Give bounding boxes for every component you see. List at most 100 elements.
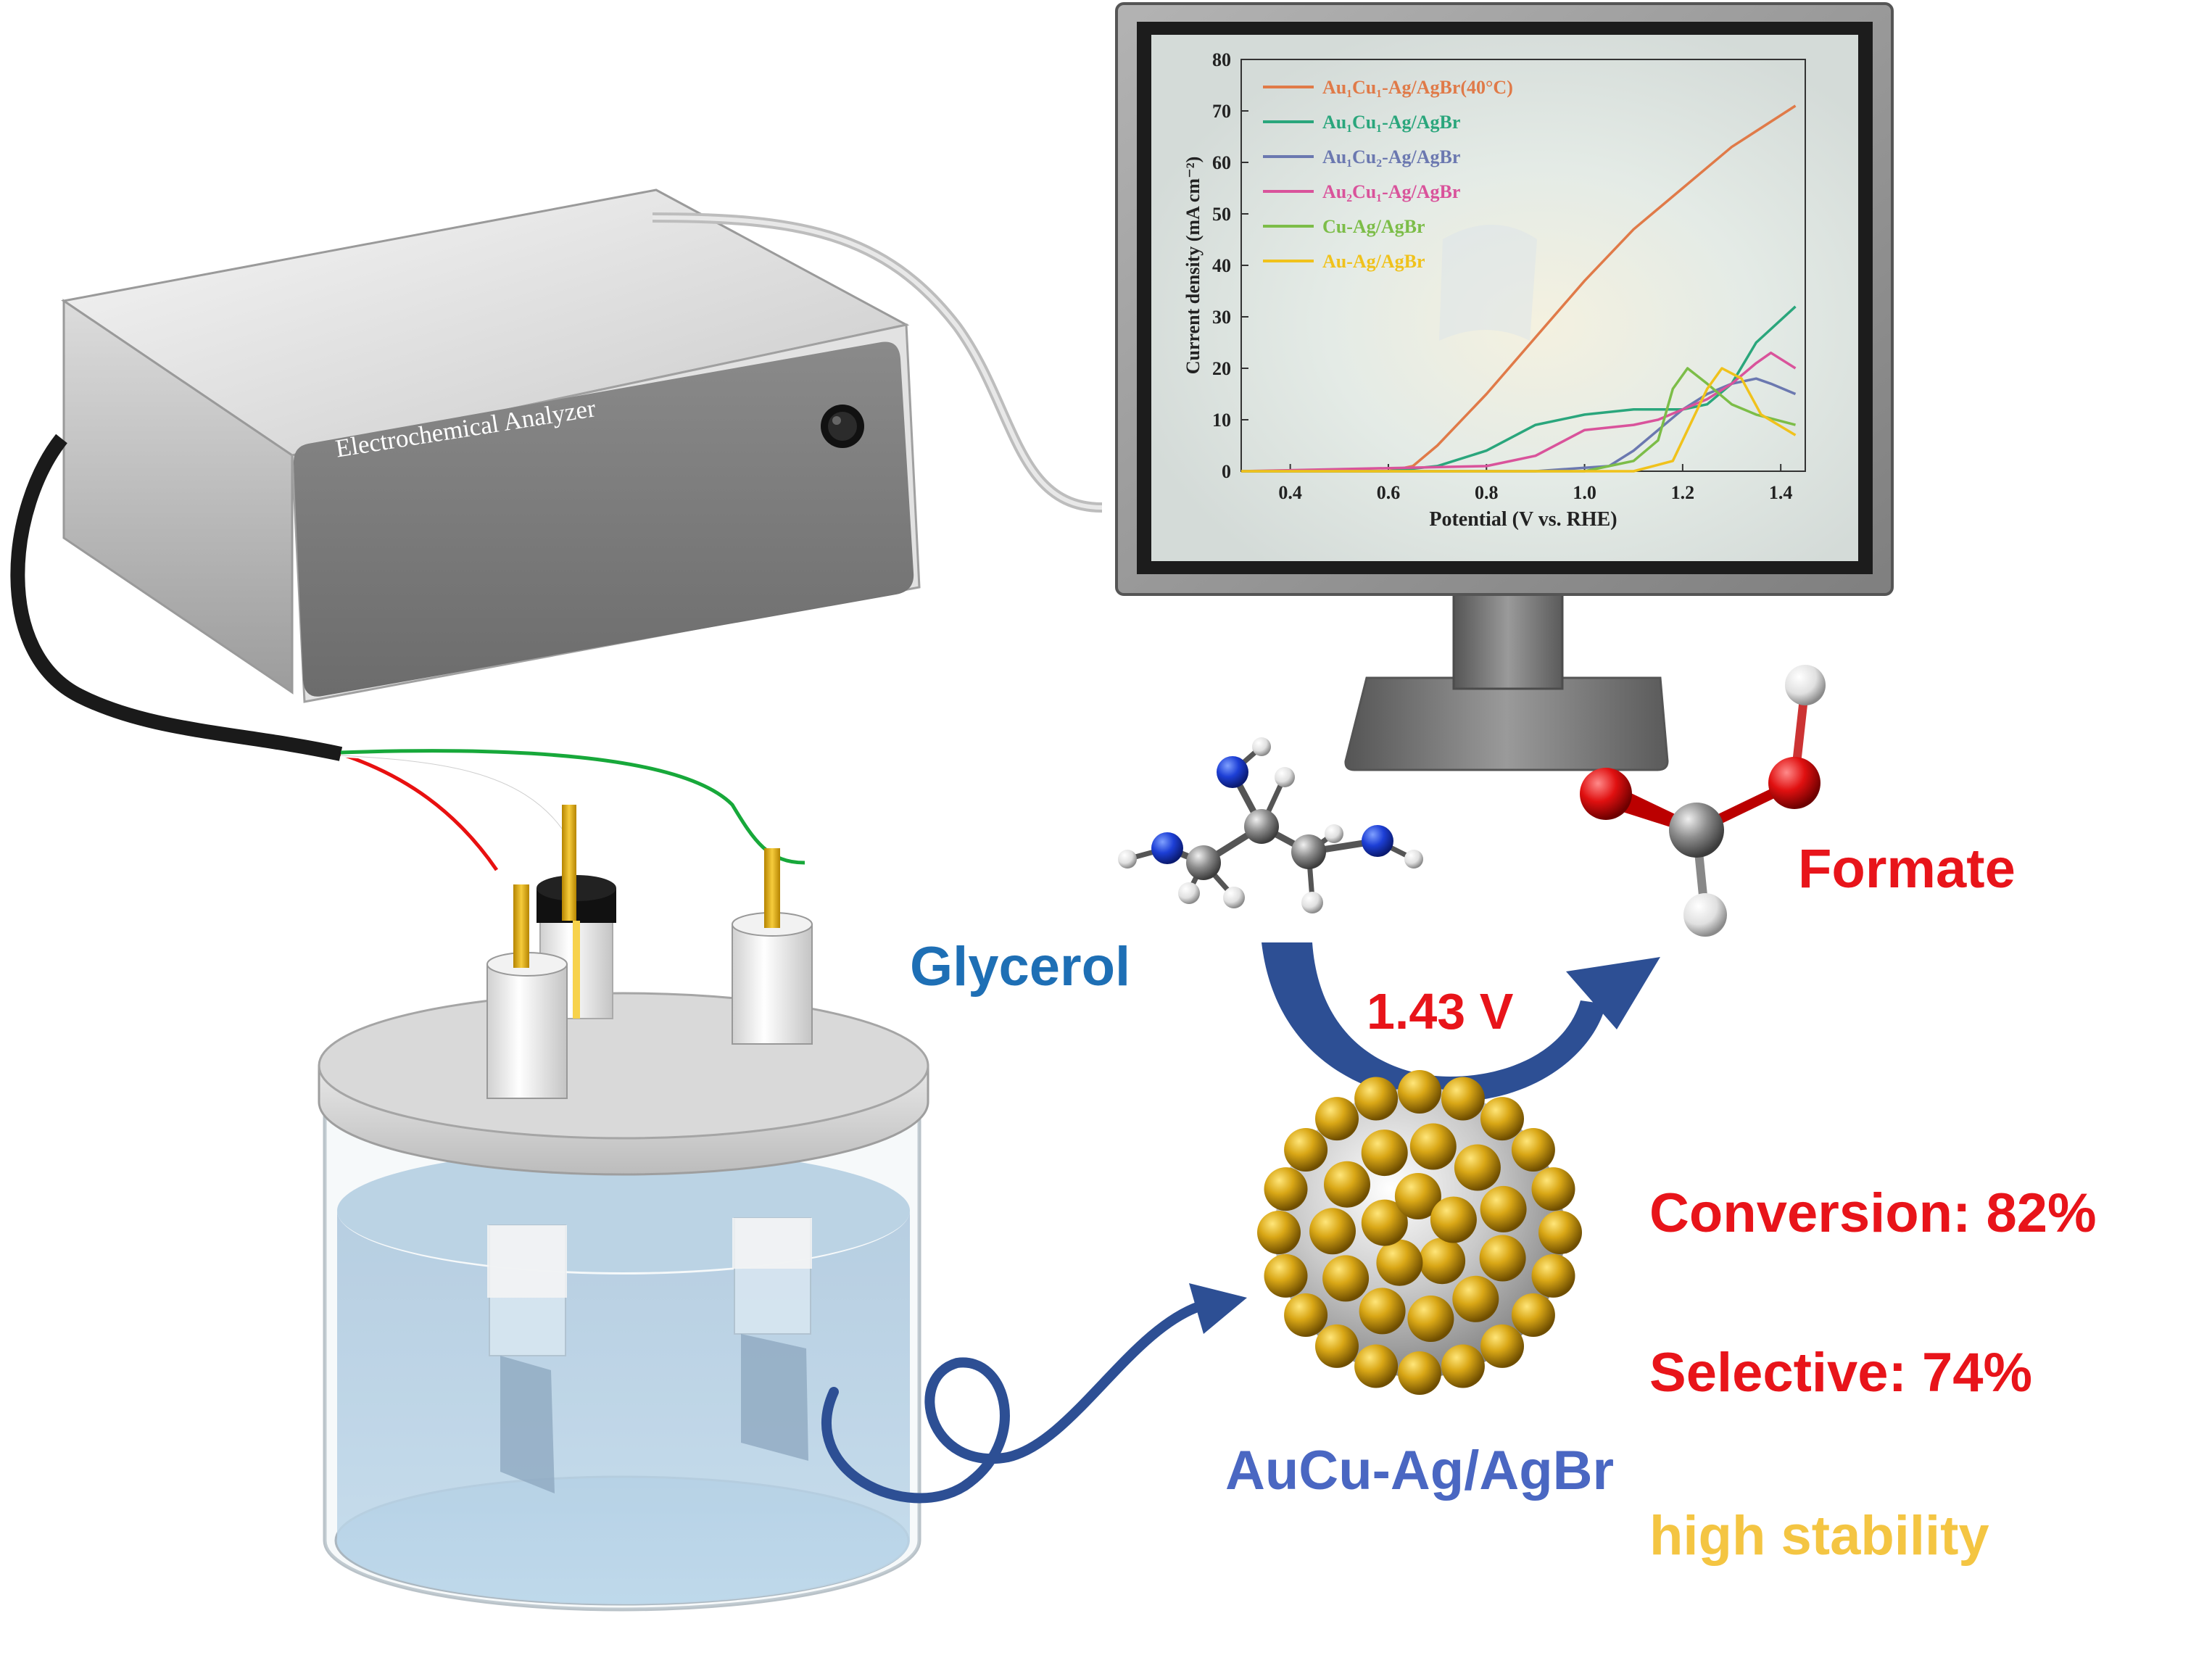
y-tick-label: 70 [1212, 101, 1231, 122]
stability-label: high stability [1649, 1505, 1989, 1567]
aucu-nanoparticle [1359, 1288, 1406, 1335]
aucu-nanoparticle [1354, 1077, 1399, 1121]
aucu-nanoparticle [1284, 1128, 1328, 1172]
hydrogen-atom [1275, 767, 1295, 787]
aucu-nanoparticle [1398, 1351, 1441, 1395]
aucu-nanoparticle [1511, 1293, 1555, 1337]
legend-label: Cu-Ag/AgBr [1322, 216, 1425, 237]
aucu-nanoparticle [1441, 1077, 1485, 1121]
catalyst-nanoparticle [1257, 1070, 1582, 1395]
counter-electrode-rod [764, 848, 780, 928]
carbon-atom [1291, 834, 1326, 869]
hydrogen-atom [1301, 892, 1323, 913]
aucu-nanoparticle [1531, 1167, 1575, 1211]
y-tick-label: 30 [1212, 307, 1231, 328]
aucu-nanoparticle [1480, 1324, 1524, 1368]
aucu-nanoparticle [1538, 1211, 1582, 1254]
formate-molecule [1580, 665, 1826, 937]
conversion-label: Conversion: 82% [1649, 1182, 2097, 1244]
aucu-nanoparticle [1264, 1167, 1308, 1211]
aucu-nanoparticle [1264, 1253, 1308, 1298]
y-axis-label: Current density (mA cm⁻²) [1182, 157, 1204, 375]
aucu-nanoparticle [1361, 1129, 1408, 1177]
y-tick-label: 10 [1212, 410, 1231, 431]
aucu-nanoparticle [1324, 1161, 1370, 1208]
y-tick-label: 20 [1212, 358, 1231, 379]
hydrogen-atom [1118, 850, 1137, 869]
monitor [1115, 2, 1894, 771]
reaction-arrow [1262, 942, 1660, 1102]
zoom-arrow [821, 1283, 1247, 1504]
screen-watermark [1439, 225, 1537, 341]
x-tick-label: 0.4 [1278, 482, 1302, 503]
aucu-nanoparticle [1361, 1199, 1408, 1246]
legend-label: Au₁Cu₂-Ag/AgBr [1322, 146, 1460, 167]
series-line [1241, 367, 1797, 473]
x-axis-label: Potential (V vs. RHE) [1429, 508, 1617, 531]
aucu-nanoparticle [1315, 1097, 1359, 1141]
legend-label: Au-Ag/AgBr [1322, 251, 1425, 272]
aucu-nanoparticle [1531, 1253, 1575, 1298]
aucu-nanoparticle [1376, 1239, 1423, 1286]
aucu-nanoparticle [1394, 1173, 1441, 1219]
reference-electrode-rod [562, 805, 576, 921]
x-tick-label: 1.4 [1769, 482, 1793, 503]
catalyst-label: AuCu-Ag/AgBr [1225, 1440, 1615, 1501]
x-tick-label: 1.0 [1573, 482, 1596, 503]
y-tick-label: 40 [1212, 255, 1231, 276]
x-tick-label: 0.8 [1475, 482, 1499, 503]
series-line [1240, 351, 1797, 473]
x-tick-label: 1.2 [1671, 482, 1695, 503]
oxygen-atom [1151, 832, 1183, 864]
counter-electrode-holder [732, 924, 813, 1045]
oxygen-atom [1362, 825, 1393, 857]
carbon-atom [1669, 803, 1724, 858]
red-wire [340, 752, 499, 871]
cell-lid-top [318, 992, 929, 1140]
oxygen-atom [1768, 757, 1820, 809]
hydrogen-atom [1785, 665, 1826, 705]
oxygen-atom [1580, 768, 1632, 820]
y-tick-label: 60 [1212, 152, 1231, 173]
carbon-atom [1186, 845, 1221, 880]
y-tick-label: 0 [1222, 461, 1231, 482]
aucu-nanoparticle [1441, 1344, 1485, 1388]
oxygen-atom [1217, 756, 1248, 788]
aucu-nanoparticle [1284, 1293, 1328, 1337]
legend-label: Au₁Cu₁-Ag/AgBr(40°C) [1322, 77, 1513, 98]
reactant-label: Glycerol [910, 936, 1131, 998]
legend-label: Au₁Cu₁-Ag/AgBr [1322, 112, 1460, 133]
aucu-nanoparticle [1479, 1235, 1526, 1282]
selectivity-label: Selective: 74% [1649, 1342, 2033, 1404]
analyzer-electrode-cable [10, 434, 343, 761]
aucu-nanoparticle [1454, 1144, 1501, 1191]
monitor-stand-base [1344, 676, 1669, 771]
aucu-nanoparticle [1322, 1255, 1370, 1302]
legend-label: Au₂Cu₁-Ag/AgBr [1322, 181, 1460, 202]
aucu-nanoparticle [1430, 1196, 1477, 1243]
series-line [1241, 367, 1796, 473]
hydrogen-atom [1252, 737, 1271, 756]
aucu-nanoparticle [1452, 1275, 1499, 1322]
hydrogen-atom [1683, 893, 1727, 937]
electrochemical-cell [318, 805, 929, 1612]
aucu-nanoparticle [1409, 1123, 1457, 1170]
aucu-nanoparticle [1315, 1324, 1359, 1368]
carbon-atom [1244, 809, 1279, 844]
cell-glass-wall [323, 1084, 921, 1612]
aucu-nanoparticle [1257, 1211, 1301, 1254]
voltage-label: 1.43 V [1367, 983, 1514, 1040]
aucu-nanoparticle [1407, 1296, 1454, 1342]
working-electrode-holder [486, 963, 568, 1099]
aucu-nanoparticle [1419, 1238, 1466, 1285]
hydrogen-atom [1178, 882, 1200, 904]
aucu-nanoparticle [1511, 1128, 1555, 1172]
analyzer-front-panel [293, 341, 914, 697]
monitor-stand-neck [1452, 589, 1564, 690]
aucu-nanoparticle [1398, 1070, 1441, 1114]
working-electrode-rod [513, 884, 529, 968]
aucu-nanoparticle [1309, 1208, 1356, 1255]
x-tick-label: 0.6 [1377, 482, 1401, 503]
